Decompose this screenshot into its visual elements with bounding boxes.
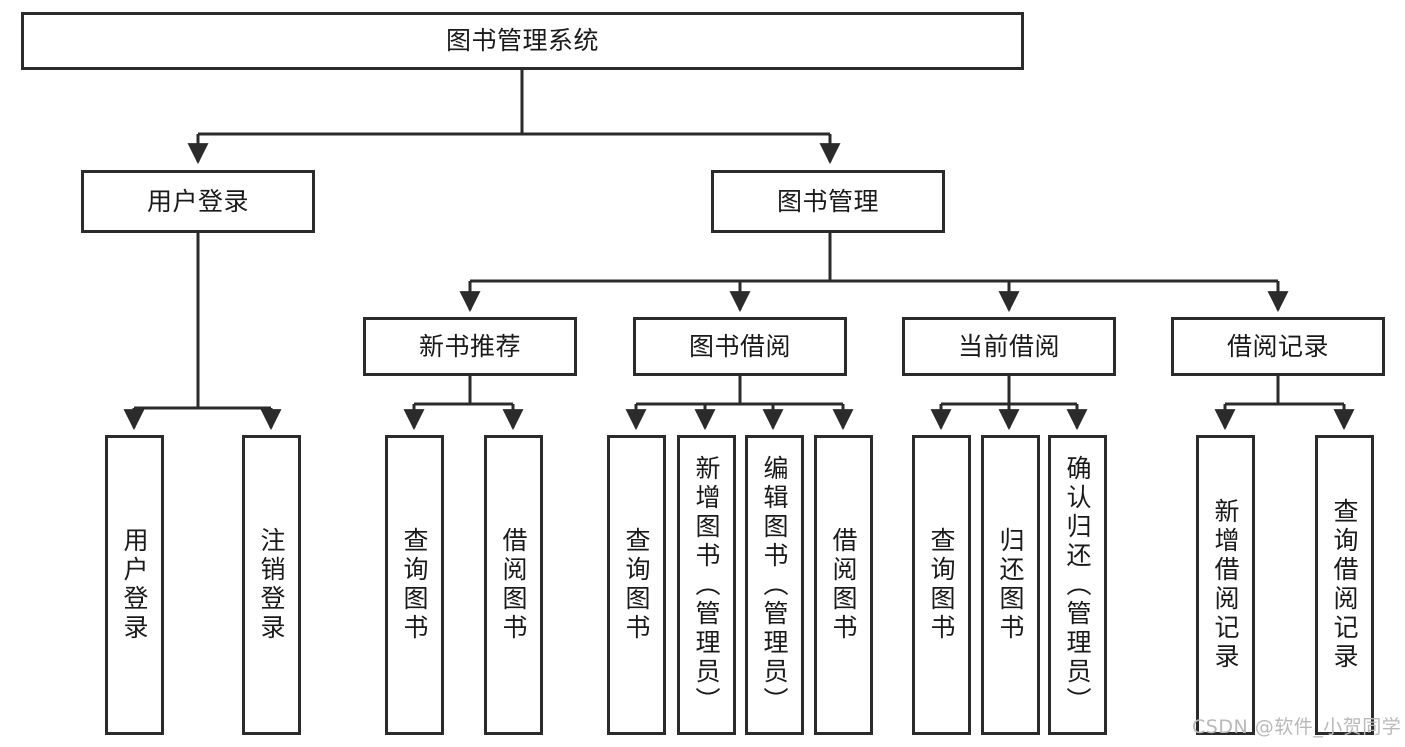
node-label: 用户登录	[120, 527, 149, 643]
node-leaf-add-borrow-record[interactable]: 新增借阅记录	[1196, 435, 1255, 735]
node-label: 归还图书	[996, 527, 1025, 643]
node-leaf-query-book-2[interactable]: 查询图书	[607, 435, 666, 735]
node-leaf-query-borrow-record[interactable]: 查询借阅记录	[1315, 435, 1374, 735]
node-user-login[interactable]: 用户登录	[81, 170, 315, 233]
node-leaf-confirm-return-admin[interactable]: 确认归还（管理员）	[1048, 435, 1107, 735]
node-current-borrow[interactable]: 当前借阅	[902, 317, 1116, 376]
node-label: 借阅图书	[829, 527, 858, 643]
node-book-borrow[interactable]: 图书借阅	[633, 317, 847, 376]
node-leaf-edit-book-admin[interactable]: 编辑图书（管理员）	[745, 435, 804, 735]
node-leaf-query-book-3[interactable]: 查询图书	[912, 435, 971, 735]
node-label: 注销登录	[257, 527, 286, 643]
node-label: 查询图书	[622, 527, 651, 643]
node-label: 图书管理系统	[445, 26, 599, 56]
node-leaf-borrow-book-2[interactable]: 借阅图书	[814, 435, 873, 735]
node-book-management[interactable]: 图书管理	[711, 170, 945, 233]
node-leaf-return-book[interactable]: 归还图书	[981, 435, 1040, 735]
node-label: 用户登录	[146, 186, 249, 216]
node-borrow-record[interactable]: 借阅记录	[1171, 317, 1385, 376]
node-leaf-logout[interactable]: 注销登录	[242, 435, 301, 735]
node-leaf-query-book-1[interactable]: 查询图书	[385, 435, 444, 735]
node-label: 新增借阅记录	[1211, 498, 1240, 672]
node-leaf-user-login[interactable]: 用户登录	[105, 435, 164, 735]
node-new-book-recommendation[interactable]: 新书推荐	[363, 317, 577, 376]
node-label: 图书管理	[776, 186, 879, 216]
node-label: 新增图书（管理员）	[692, 454, 721, 716]
node-label: 新书推荐	[418, 331, 521, 361]
node-label: 图书借阅	[688, 331, 791, 361]
node-label: 编辑图书（管理员）	[760, 454, 789, 716]
node-label: 查询图书	[927, 527, 956, 643]
node-label: 借阅图书	[499, 527, 528, 643]
node-leaf-borrow-book-1[interactable]: 借阅图书	[484, 435, 543, 735]
node-label: 查询借阅记录	[1330, 498, 1359, 672]
node-label: 借阅记录	[1226, 331, 1329, 361]
node-label: 当前借阅	[957, 331, 1060, 361]
watermark-text: CSDN @软件_小贺同学	[1192, 716, 1402, 738]
node-leaf-add-book-admin[interactable]: 新增图书（管理员）	[677, 435, 736, 735]
node-label: 查询图书	[400, 527, 429, 643]
node-root-book-management-system[interactable]: 图书管理系统	[21, 12, 1024, 70]
node-label: 确认归还（管理员）	[1063, 454, 1092, 716]
